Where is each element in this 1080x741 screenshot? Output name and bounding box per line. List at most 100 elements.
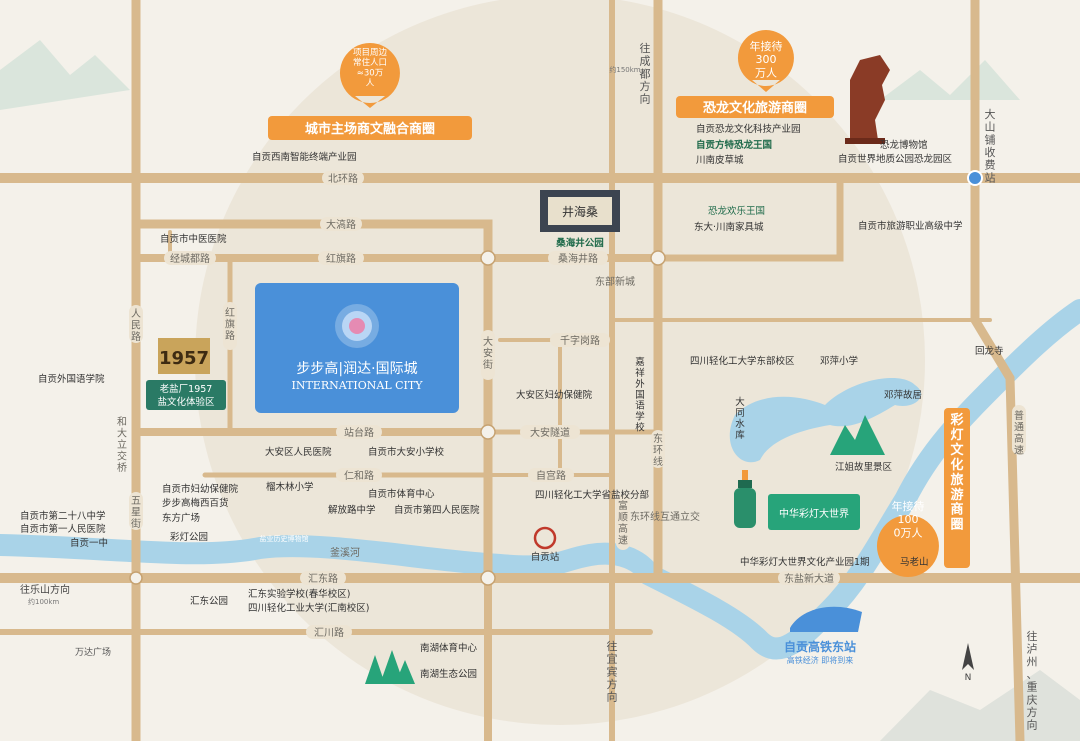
poi-dengping: 邓萍故居 [884,389,922,401]
road-label-zhantai: 站台路 [344,426,374,439]
sanghai-sign: 井海桑 [540,190,620,232]
salt-exp-label: 盐文化体验区 [157,396,215,408]
poi-xinan: 自贡西南智能终端产业园 [252,151,357,163]
poi-daan-school: 自贡市大安小学校 [368,446,445,458]
station-label: 自贡站 [531,551,560,563]
poi-salt-museum: 盐业历史博物馆 [260,534,309,543]
dir-chengdu: 往成都方向 [640,41,651,106]
road-label-zigong-rd: 自宫路 [536,469,566,482]
road-label-honggu: 红旗路 [326,252,356,265]
poi-bbg-west: 步步高梅西百货 [162,497,229,509]
poi-fangte: 自贡方特恐龙王国 [696,139,772,151]
fuxi-river [0,299,1080,660]
poi-gaoxiang: 嘉祥外国语学校 [635,356,645,434]
poi-qinggong: 四川轻化工大学东部校区 [690,355,795,367]
dashan-label: 大山铺收费站 [985,107,996,184]
poi-no28: 自贡市第二十八中学 [20,510,106,522]
poi-nanhu-park: 南湖生态公园 [420,668,477,680]
poi-caideng: 彩灯公园 [170,532,208,543]
poi-museum: 恐龙博物馆 [880,139,928,151]
zone-label-city: 城市主场商文融合商圈 [305,121,435,137]
poi-pi-cao: 川南皮草城 [696,154,744,166]
poi-no1hosp: 自贡市第一人民医院 [20,523,106,535]
poi-huidong-exp: 汇东实验学校(春华校区) [248,588,350,600]
poi-dongfang-sq: 东方广场 [162,512,200,524]
bubble-dino [737,30,794,92]
bubble-pop [339,43,400,108]
zone-banner-dino [676,96,834,118]
road-label-jiangdong: 普通高速 [1014,409,1024,457]
jiangjie-mountain-icon [830,415,885,455]
dir-leshan-km: 约100km [28,597,59,606]
poi-jiangjie: 江姐故里景区 [835,461,893,473]
road-label-east-link: 东环线互通立交 [630,510,700,523]
dir-chengdu-km: 约150km [609,65,640,74]
road-label-huidong: 汇东路 [308,572,338,585]
poi-no1mid: 自贡一中 [70,537,108,549]
poi-reservoir: 大同水库 [735,396,745,441]
road-label-north-ring: 北环路 [328,172,358,185]
bubble-lantern [876,515,939,577]
poi-qinggong-hd: 四川轻化工业大学(汇南校区) [248,602,369,614]
zone-banner-city [268,116,472,140]
poi-zhenmulin: 榴木林小学 [266,481,314,493]
tag-1957: 1957 [159,348,209,369]
poi-dengping-school: 邓萍小学 [820,355,858,367]
road-nodes [129,250,666,586]
lantern-icons: 中华彩灯大世界 [734,470,860,530]
poi-tcm: 自贡市中医医院 [160,233,227,245]
poi-dino-fun: 恐龙欢乐王国 [708,205,765,217]
poi-geopark: 自贡世界地质公园恐龙园区 [838,153,953,165]
road-label-daanpass: 大安隧道 [530,426,570,439]
hsr-train-icon [790,606,862,632]
road-label-hongqi-v: 红旗路 [225,306,235,342]
bubble-pop-text: 项目周边常住人口≈30万人 [353,47,388,89]
road-label-dazhou: 大滈路 [326,218,356,231]
poi-mch: 自贡市妇幼保健院 [162,483,239,495]
road-label-fuxi: 釜溪河 [330,546,360,559]
poi-malaoshan: 马老山 [900,556,929,568]
mountain-decor-bottom [880,670,1080,741]
dir-leshan: 往乐山方向 [20,583,70,596]
road-label-qianwei: 千字岗路 [560,334,600,347]
poi-tourism-school: 自贡市旅游职业高级中学 [858,220,963,232]
poi-huilong: 回龙寺 [975,345,1004,357]
project-name-en: INTERNATIONAL CITY [291,379,423,392]
hsr-sub: 高铁经济 即将到来 [787,655,854,665]
road-label-sanghai: 桑海井路 [558,252,598,265]
poi-jiefang: 解放路中学 [328,504,376,516]
mountain-decor-right [880,60,1020,100]
road-label-dongbu: 东部新城 [595,275,635,288]
poi-no4hosp: 自贡市第四人民医院 [394,504,480,516]
sanghai-sign-text: 井海桑 [562,204,598,219]
reservoir [729,377,922,463]
road-label-jingcheng: 经城都路 [170,252,210,265]
toll-station-icon [967,170,983,186]
poi-daan-hosp: 大安区人民医院 [265,446,332,458]
dir-luzhou: 往泸州、重庆方向 [1027,629,1038,732]
nanhu-tree-icon [365,650,415,684]
poi-lantern-park: 中华彩灯大世界文化产业园1期 [740,556,870,568]
road-label-wuxing: 五星街 [131,496,141,530]
project-block[interactable]: 步步高|润达·国际城 INTERNATIONAL CITY [255,283,459,413]
salt1957-label: 老盐厂1957 [160,383,213,395]
poi-dino-tech: 自贡恐龙文化科技产业园 [696,123,801,135]
svg-text:N: N [965,673,972,683]
mountain-decor-left [0,40,130,110]
road-label-huichuan: 汇川路 [314,626,344,639]
poi-huidong-park: 汇东公园 [190,595,228,607]
poi-dongda: 东大·川南家具城 [694,221,764,233]
zigong-station-icon [533,526,557,550]
road-label-dahe: 和大立交桥 [117,416,127,474]
zone-label-lantern: 彩灯文化旅游商圈 [949,412,964,533]
poi-sports: 自贡市体育中心 [368,488,435,500]
hsr-label: 自贡高铁东站 [784,639,856,654]
salt-1957-tag: 1957 老盐厂1957 盐文化体验区 [146,338,226,410]
project-name: 步步高|润达·国际城 [296,360,417,377]
dir-yibin: 往宜宾方向 [607,639,618,704]
dir-wanda: 万达广场 [75,646,111,658]
